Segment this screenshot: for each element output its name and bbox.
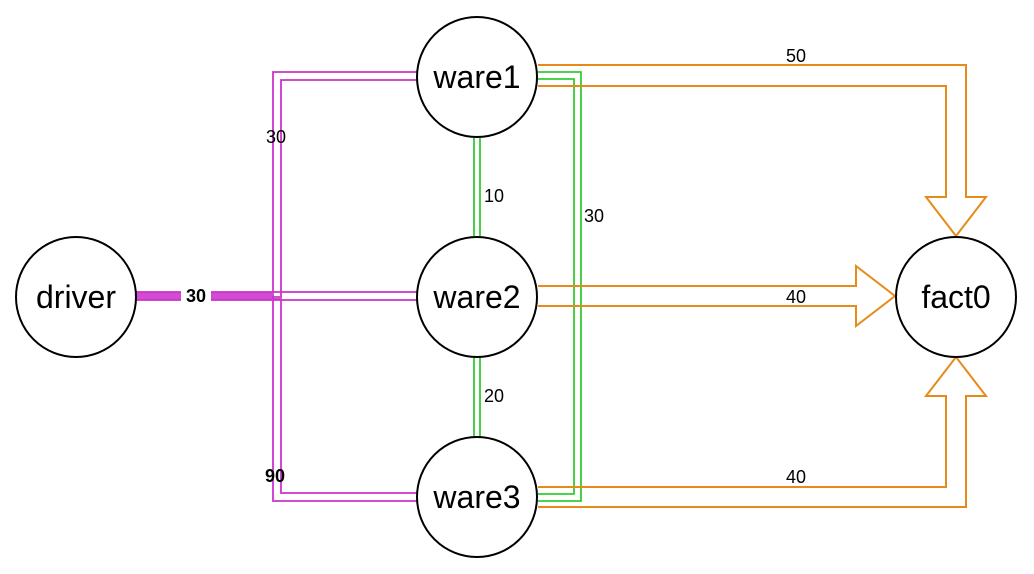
node-driver-label: driver — [36, 279, 116, 315]
edge-label-driver-ware1: 30 — [266, 127, 286, 147]
edge-label-ware1-ware2: 10 — [484, 186, 504, 206]
edge-ware1-ware2 — [473, 138, 481, 236]
edge-ware3-fact0 — [538, 355, 989, 508]
edge-label-bg — [181, 285, 211, 307]
node-driver[interactable]: driver — [15, 236, 137, 358]
node-ware3[interactable]: ware3 — [416, 436, 538, 558]
node-fact0-label: fact0 — [921, 279, 990, 315]
edge-label-ware2-ware3: 20 — [484, 386, 504, 406]
node-ware1-label: ware1 — [432, 59, 520, 95]
edge-ware1-fact0 — [538, 64, 989, 238]
edge-label-ware2-fact0: 40 — [786, 287, 806, 307]
node-ware1[interactable]: ware1 — [416, 16, 538, 138]
node-fact0[interactable]: fact0 — [895, 236, 1017, 358]
edge-driver-ware1 — [135, 71, 418, 298]
edge-ware2-fact0 — [538, 263, 897, 329]
node-ware2-label: ware2 — [432, 279, 520, 315]
edge-label-ware1-fact0: 50 — [786, 46, 806, 66]
node-ware2[interactable]: ware2 — [416, 236, 538, 358]
edge-label-ware3-fact0: 40 — [786, 467, 806, 487]
node-ware3-label: ware3 — [432, 479, 520, 515]
edge-label-driver-ware2: 30 — [186, 286, 206, 306]
edge-ware2-ware3 — [473, 357, 481, 437]
edge-label-driver-ware3: 90 — [265, 466, 285, 486]
edge-label-ware1-ware3: 30 — [584, 206, 604, 226]
